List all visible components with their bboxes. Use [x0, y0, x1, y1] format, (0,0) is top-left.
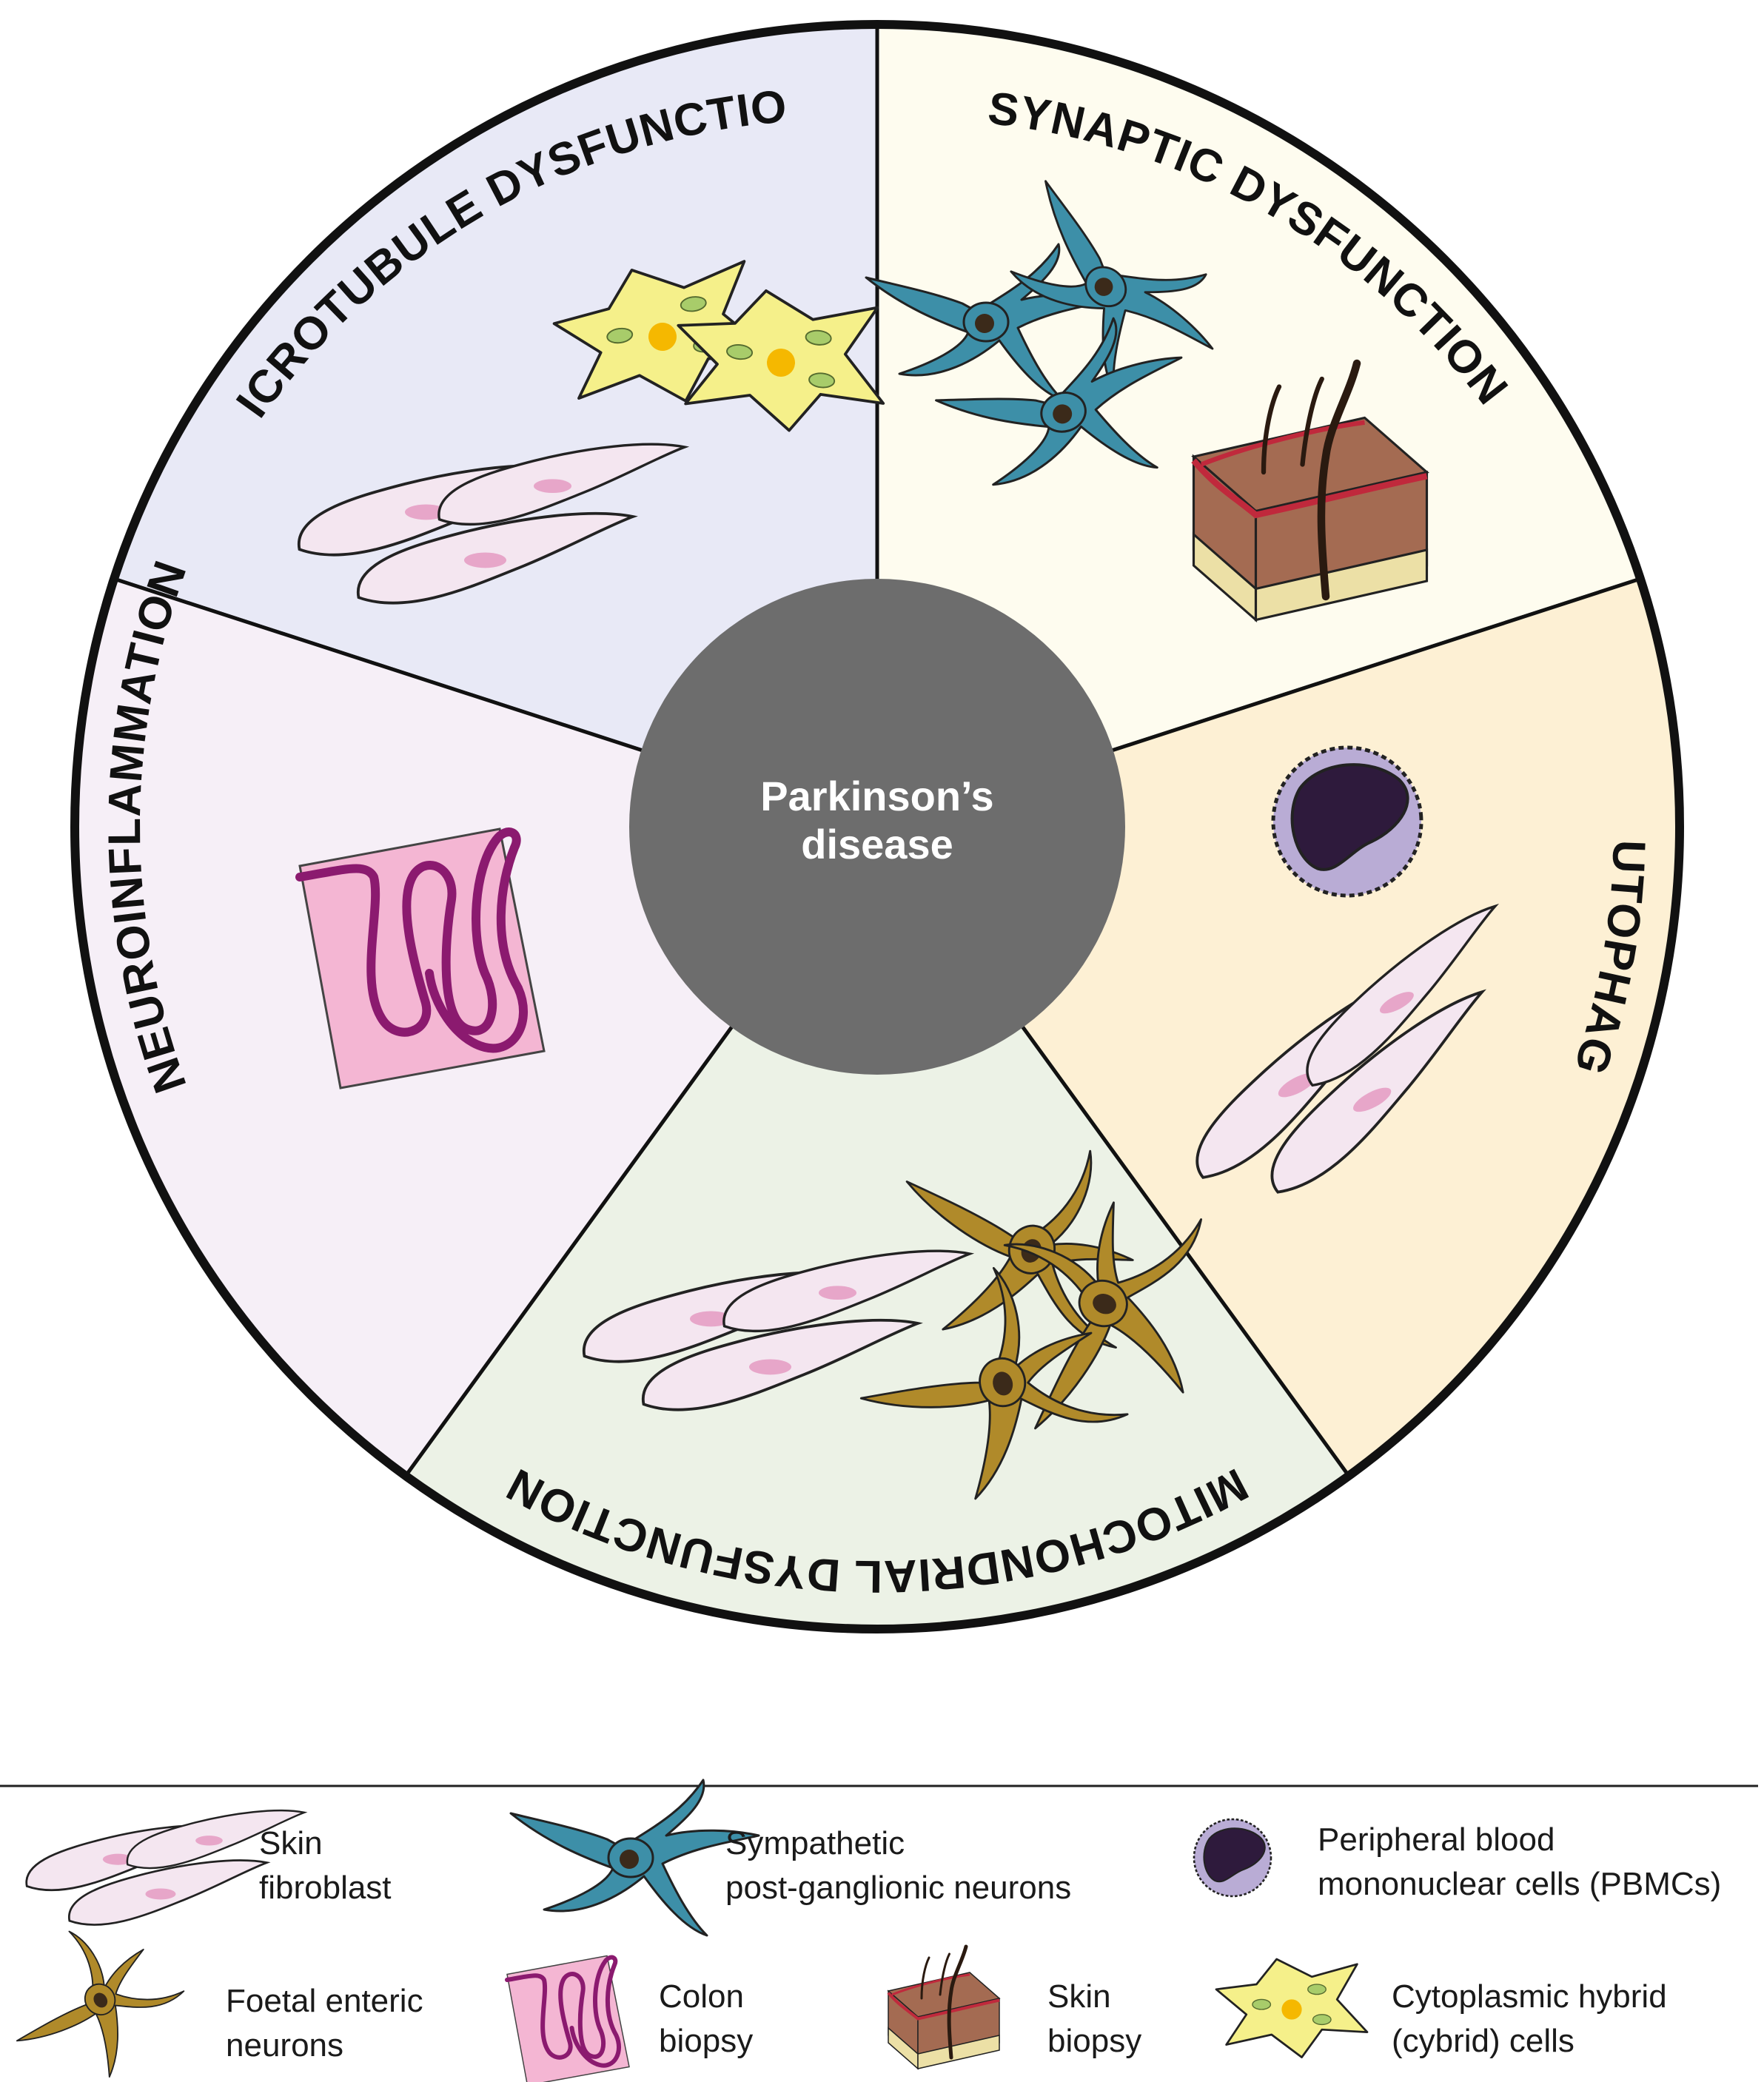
legend-cybrid-icon: [1215, 1958, 1369, 2058]
legend-sympathetic-neuron-icon: [509, 1779, 760, 1937]
legend-skin-fibroblast-line2: fibroblast: [259, 1870, 392, 1906]
legend-skin-biopsy-line2: biopsy: [1047, 2023, 1141, 2059]
legend-skin-biopsy-line1: Skin: [1047, 1978, 1111, 2015]
legend-skin-biopsy-icon: [888, 1947, 999, 2069]
legend-sympathetic-line2: post-ganglionic neurons: [725, 1870, 1071, 1906]
legend-enteric-line1: Foetal enteric: [226, 1983, 423, 2019]
legend-colon-biopsy-icon: [507, 1956, 629, 2082]
center-title-line1: Parkinson’s: [760, 773, 993, 819]
legend-pbmc-line2: mononuclear cells (PBMCs): [1318, 1866, 1721, 1902]
legend-sympathetic-line1: Sympathetic: [725, 1825, 905, 1861]
legend-pbmc-icon: [1193, 1818, 1272, 1898]
legend-enteric-line2: neurons: [226, 2027, 343, 2063]
outer-ring: [70, 20, 1684, 1633]
center-title-line2: disease: [801, 821, 953, 867]
legend-skin-fibroblast-line1: Skin: [259, 1825, 323, 1861]
legend-pbmc-line1: Peripheral blood: [1318, 1821, 1555, 1858]
legend-cybrid-line1: Cytoplasmic hybrid: [1392, 1978, 1667, 2015]
legend-cybrid-line2: (cybrid) cells: [1392, 2023, 1574, 2059]
legend-colon-line2: biopsy: [659, 2023, 753, 2059]
colon-biopsy-icon: [300, 829, 544, 1088]
legend-colon-line1: Colon: [659, 1978, 744, 2015]
center-circle: [629, 579, 1125, 1075]
